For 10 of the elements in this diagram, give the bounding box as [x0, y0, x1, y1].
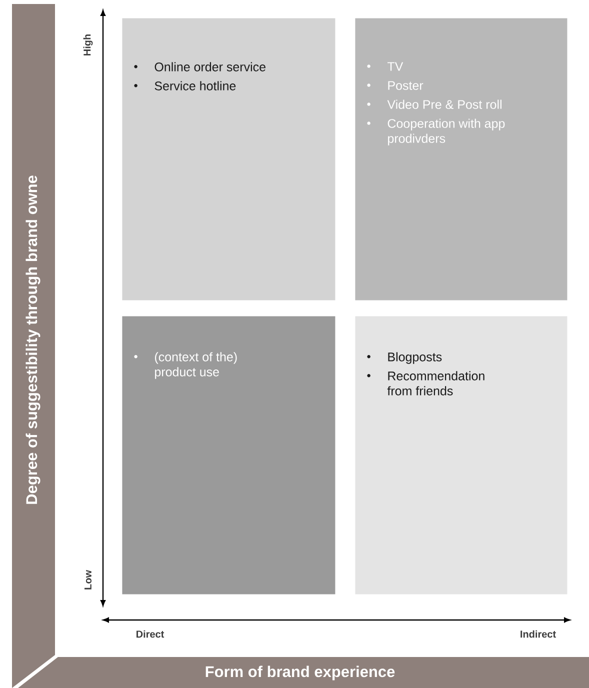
- quadrant-box: TV Poster Video Pre & Post roll Cooperation with app prodivders: [355, 18, 568, 300]
- axis-label: Low: [84, 570, 92, 590]
- quadrant-box: Online order service Service hotline: [122, 18, 336, 300]
- axis-label: Indirect: [520, 630, 556, 638]
- axis-title: Degree of suggestibility through brand owne: [26, 176, 40, 504]
- quadrant-box: (context of the) product use: [122, 316, 336, 594]
- axis-label: Direct: [136, 630, 164, 638]
- axis-title: Form of brand experience: [206, 666, 395, 680]
- axis-label: High: [83, 34, 93, 56]
- quadrant-box: Blogposts Recommendation from friends: [355, 316, 568, 594]
